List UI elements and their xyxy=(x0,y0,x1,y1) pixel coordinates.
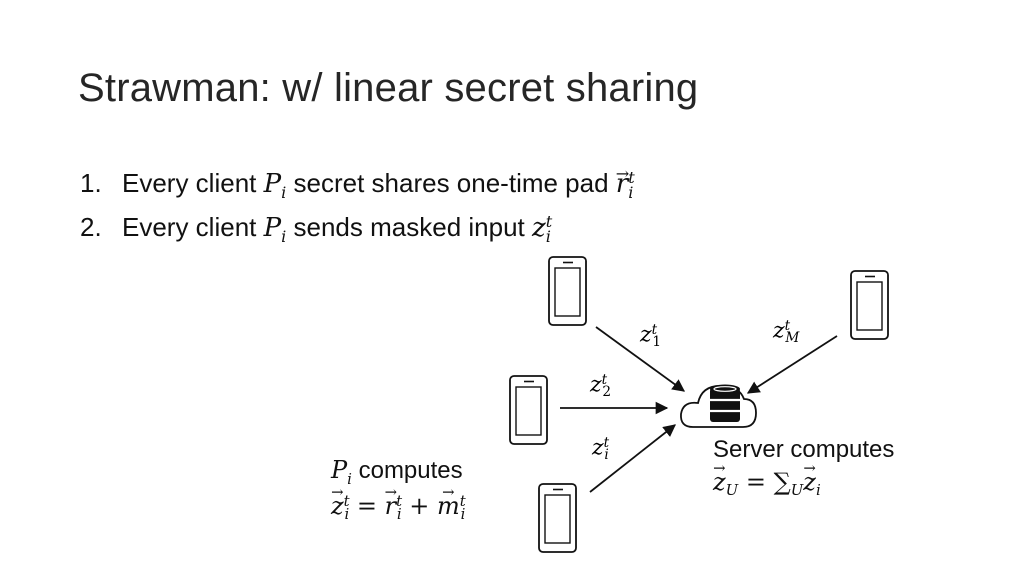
edge-label-z2: zt2 xyxy=(590,372,611,401)
phone-icon xyxy=(538,483,577,553)
step-text: Every client xyxy=(122,167,257,198)
client-symbol: Pi xyxy=(331,456,352,488)
step-number: 1. xyxy=(80,167,102,198)
edge-label-zi: zti xyxy=(592,435,610,464)
slide-title: Strawman: w/ linear secret sharing xyxy=(78,66,699,110)
step-list: 1. Every client Pi secret shares one-time… xyxy=(80,152,635,247)
masked-input-symbol: zti xyxy=(532,212,553,246)
edge-label-z1: zt1 xyxy=(640,322,661,351)
step-1: 1. Every client Pi secret shares one-time… xyxy=(80,152,635,203)
pad-symbol: rti xyxy=(616,152,635,202)
step-number: 2. xyxy=(80,211,102,242)
edge-label-zM: ztM xyxy=(773,318,800,347)
client-formula: zti = rti + mti xyxy=(331,483,466,523)
arrow-zM xyxy=(746,335,838,394)
server-computes-note: Server computes zU = ∑Uzi xyxy=(713,436,894,499)
arrow-z1 xyxy=(595,326,686,392)
step-2: 2. Every client Pi sends masked input zti xyxy=(80,200,633,247)
phone-icon xyxy=(509,375,548,445)
server-formula: zU = ∑Uzi xyxy=(713,459,894,499)
client-symbol: Pi xyxy=(263,212,287,247)
client-symbol: Pi xyxy=(263,168,287,203)
note-label: computes xyxy=(358,457,463,484)
step-text: sends masked input xyxy=(293,211,525,242)
arrow-zi xyxy=(589,424,676,493)
phone-icon xyxy=(850,270,889,340)
client-computes-note: Pi computes zti = rti + mti xyxy=(331,456,466,523)
database-icon xyxy=(710,384,740,422)
step-text: secret shares one-time pad xyxy=(293,167,609,198)
step-text: Every client xyxy=(122,211,257,242)
phone-icon xyxy=(548,256,587,326)
